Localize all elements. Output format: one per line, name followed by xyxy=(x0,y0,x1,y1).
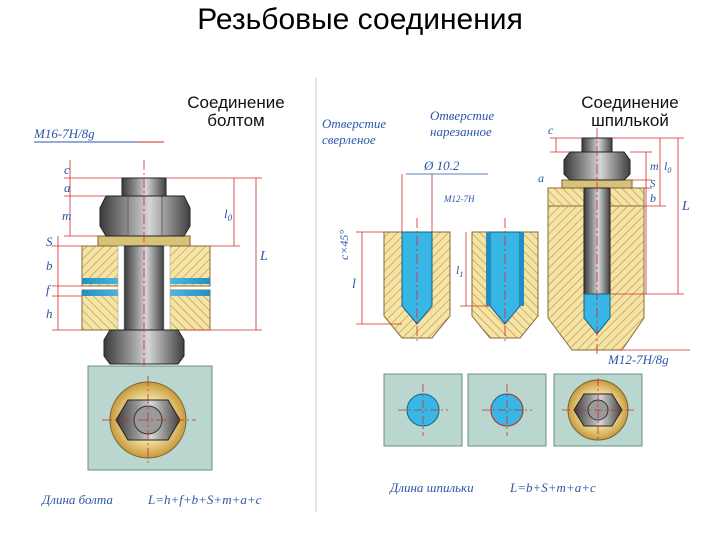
stud-dim-m: m xyxy=(650,159,659,173)
hole-l1: l1 xyxy=(456,263,463,279)
dim-b: b xyxy=(46,258,53,273)
stud-formula-label: Длина шпильки xyxy=(388,480,474,495)
bolt-hole-clearance-left xyxy=(117,245,125,331)
threaded-joints-figure: Соединение болтом M16-7H/8g xyxy=(18,60,702,530)
stud-dim-b: b xyxy=(650,191,656,205)
bolt-joint-heading-1: Соединение xyxy=(187,93,284,112)
dim-a: a xyxy=(64,180,71,195)
dim-c: c xyxy=(64,162,70,177)
stud-joint: Соединение шпилькой xyxy=(388,93,690,495)
hole-dimension-lines xyxy=(356,174,490,325)
bolt-joint: Соединение болтом M16-7H/8g xyxy=(33,93,285,507)
stud-dim-c: c xyxy=(548,123,554,137)
thread-line-left xyxy=(486,232,490,306)
dim-h: h xyxy=(46,306,53,321)
stud-joint-heading-2: шпилькой xyxy=(591,111,669,130)
threaded-hole-spec: M12-7H xyxy=(443,194,475,204)
threaded-hole-heading-2: нарезанное xyxy=(430,124,492,139)
holes-group: Отверстие сверленое Отверстие нарезанное… xyxy=(322,108,547,447)
bolt-nut xyxy=(99,195,191,237)
stud-dim-l0: l0 xyxy=(664,159,671,175)
threaded-hole-heading-1: Отверстие xyxy=(430,108,494,123)
stud-joint-heading-1: Соединение xyxy=(581,93,678,112)
dim-f: f xyxy=(46,282,52,297)
threaded-joints-drawing: Соединение болтом M16-7H/8g xyxy=(33,78,690,512)
dim-S: S xyxy=(46,234,53,249)
stud-dim-S: S xyxy=(650,178,656,190)
threaded-hole-plan-arc xyxy=(490,393,524,427)
hole-depth: l xyxy=(352,277,356,292)
drilled-hole-plan-circle xyxy=(406,393,440,427)
stud-dimension-lines xyxy=(550,137,690,351)
drilled-hole-heading-1: Отверстие xyxy=(322,116,386,131)
bolt-dimension-lines xyxy=(52,160,262,331)
hole-diameter: Ø 10.2 xyxy=(423,158,460,173)
bolt-thread-spec: M16-7H/8g xyxy=(33,126,95,141)
stud-dim-a: a xyxy=(538,171,544,185)
thread-line-right xyxy=(520,232,524,306)
bolt-hole-clearance-right xyxy=(163,245,171,331)
dim-L: L xyxy=(259,249,268,264)
drilled-hole-heading-2: сверленое xyxy=(322,132,376,147)
bolt-formula: L=h+f+b+S+m+a+c xyxy=(147,492,262,507)
stud-thread-spec: M12-7H/8g xyxy=(607,352,669,367)
stud-formula: L=b+S+m+a+c xyxy=(509,480,596,495)
bolt-joint-heading-2: болтом xyxy=(207,111,264,130)
stud-dim-L: L xyxy=(681,199,690,214)
hole-chamfer: c×45° xyxy=(337,230,351,260)
slide-title: Резьбовые соединения xyxy=(197,3,523,36)
dim-m: m xyxy=(62,208,71,223)
dim-l0: l0 xyxy=(224,206,233,223)
bolt-formula-label: Длина болта xyxy=(40,492,113,507)
